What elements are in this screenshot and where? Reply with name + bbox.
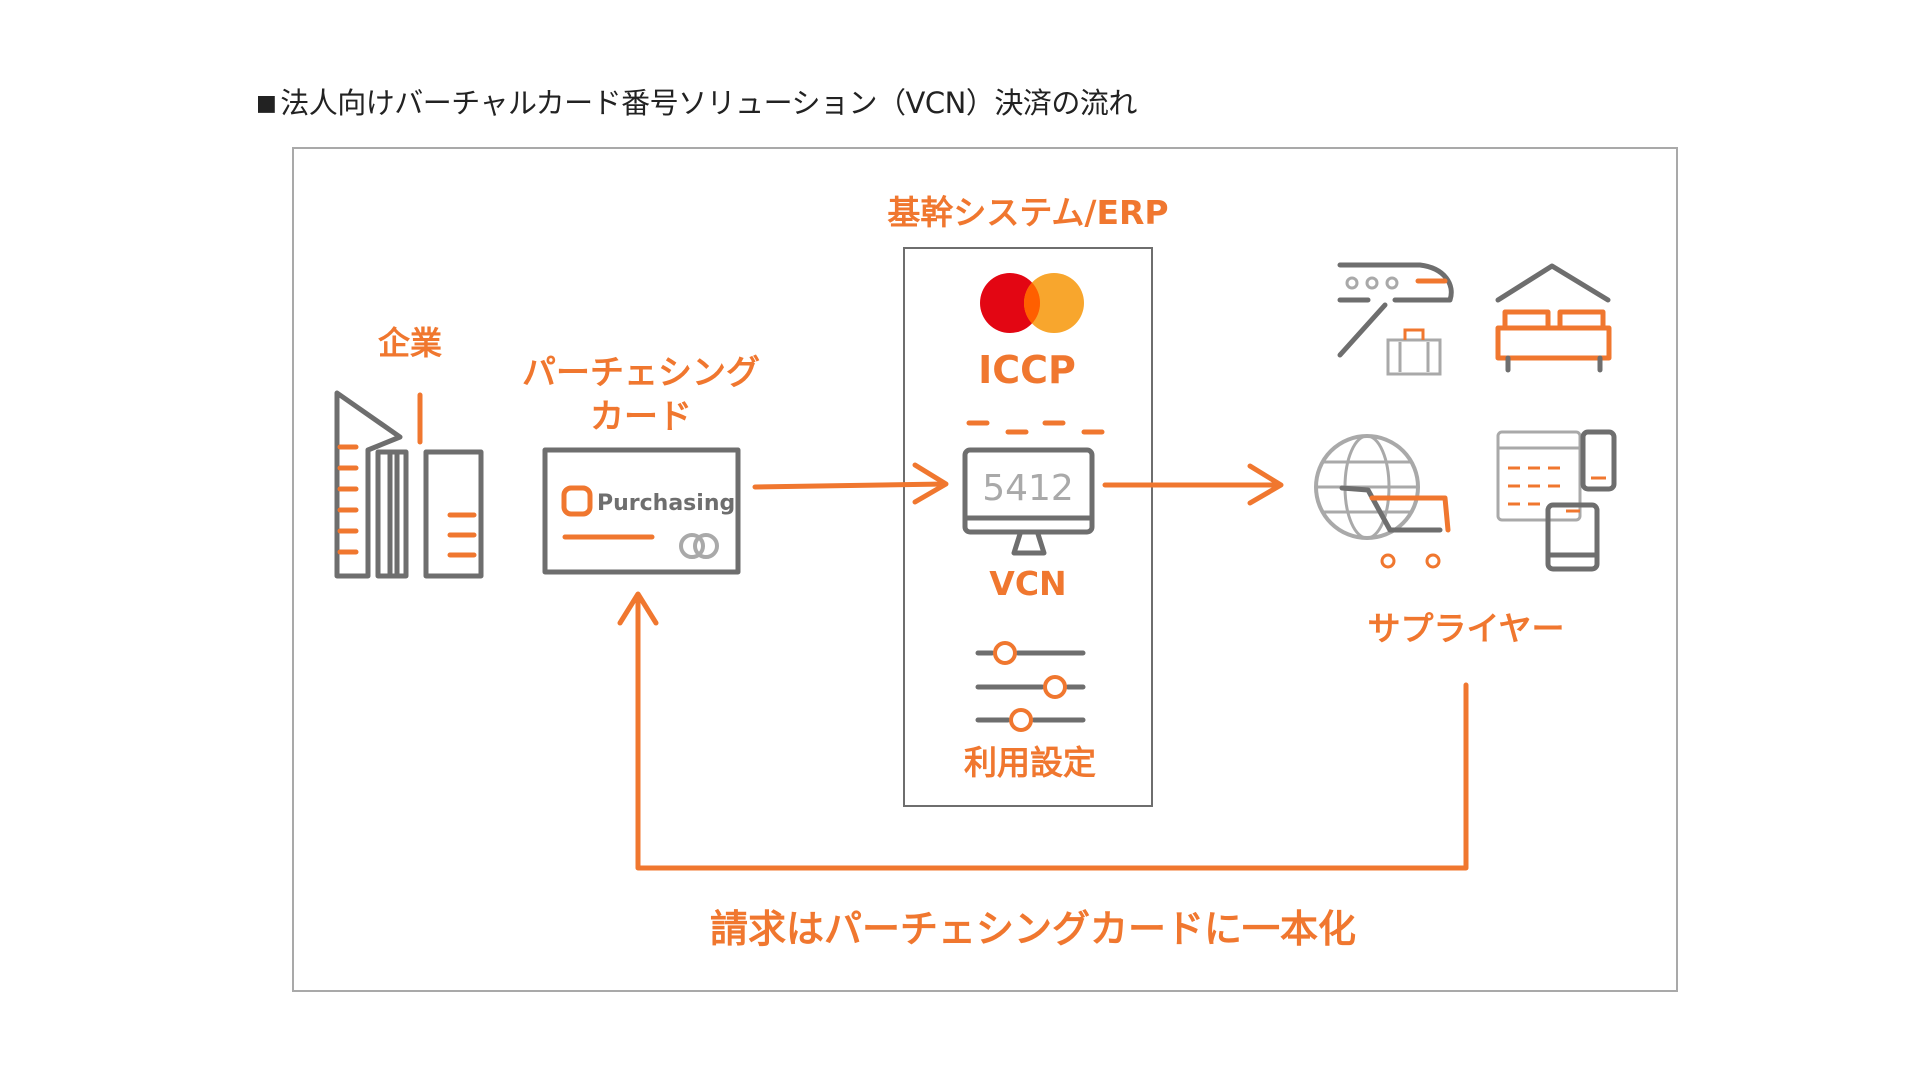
usage-settings-label: 利用設定 [964,743,1096,782]
monitor-icon: 5412 [962,447,1095,556]
arrow-vcn-to-supplier [1102,463,1284,506]
devices-icon [1496,429,1617,572]
purchasing-card-icon: Purchasing [542,447,741,575]
title-text: 法人向けバーチャルカード番号ソリューション（VCN）決済の流れ [280,86,1137,120]
bed-icon [1495,263,1612,373]
purchasing-card-label-line1: パーチェシング [522,353,760,393]
iccp-dashes [966,420,1105,435]
vcn-number: 5412 [982,468,1074,509]
erp-box [903,247,1153,807]
globe-cart-icon [1314,434,1451,569]
vcn-label: VCN [989,564,1066,603]
page-title: ■法人向けバーチャルカード番号ソリューション（VCN）決済の流れ [256,80,1137,122]
billing-label: 請求はパーチェシングカードに一本化 [710,907,1356,951]
billing-return-arrow [617,591,1469,871]
title-marker: ■ [256,91,277,116]
diagram-frame [292,147,1678,992]
erp-label: 基幹システム/ERP [887,193,1168,232]
supplier-label: サプライヤー [1367,609,1564,648]
company-label: 企業 [378,324,442,362]
arrow-card-to-vcn [752,462,949,505]
building-icon [334,390,484,579]
purchasing-card-label-line2: カード [590,397,692,437]
mastercard-logo-icon [980,273,1084,333]
iccp-label: ICCP [978,348,1076,392]
airplane-icon [1337,262,1454,376]
card-brand-text: Purchasing [597,491,735,516]
settings-sliders-icon [975,641,1086,732]
